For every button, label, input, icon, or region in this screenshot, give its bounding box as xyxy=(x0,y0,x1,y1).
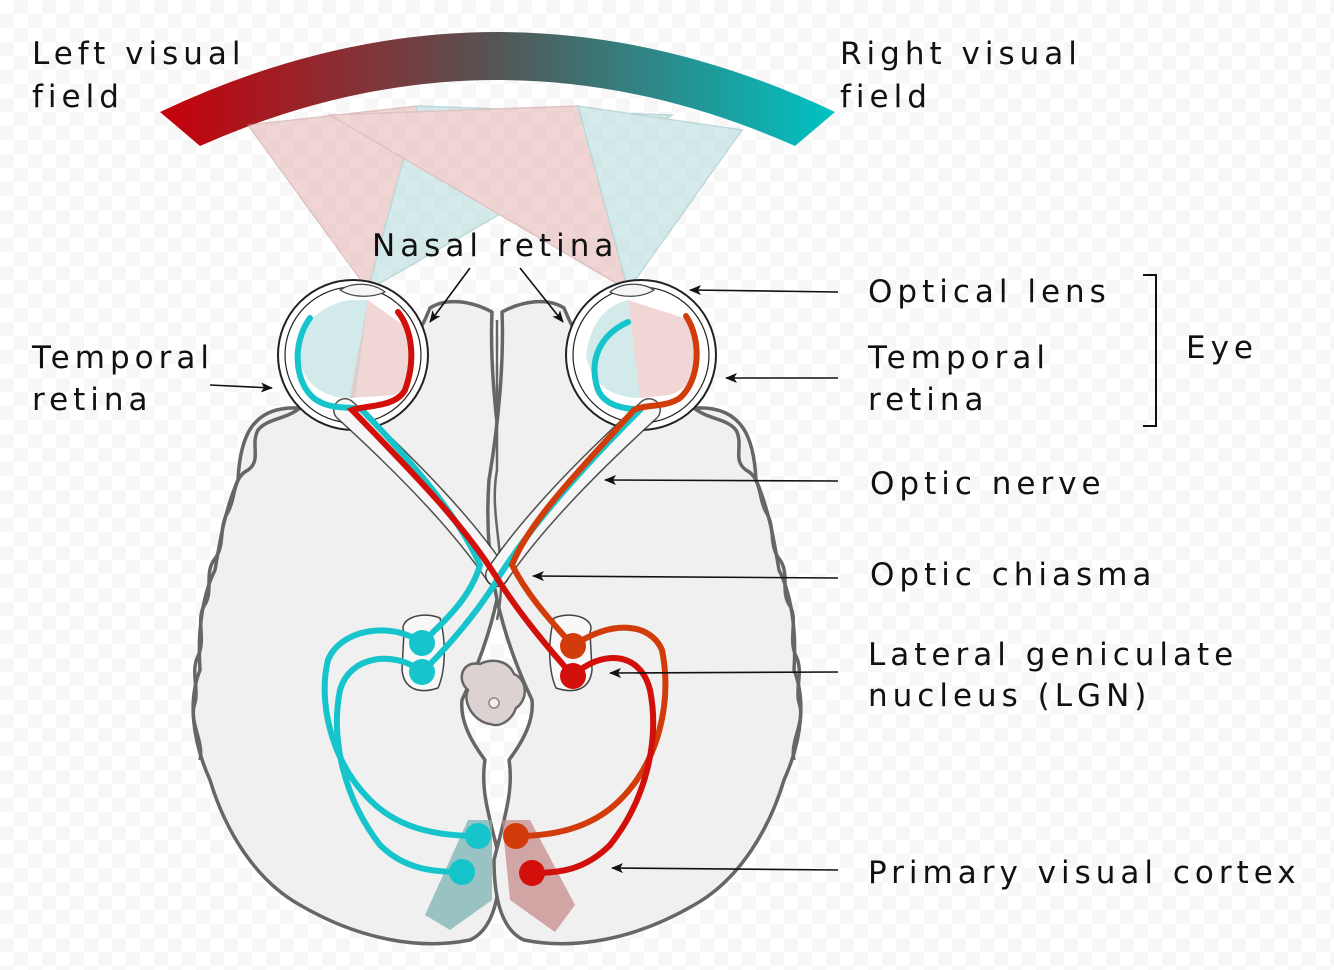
label-lgn-line1: Lateral geniculate xyxy=(868,637,1238,673)
pathway-right-eye-temporal-orange xyxy=(508,313,700,649)
brain-right-hemisphere xyxy=(486,299,803,946)
brain xyxy=(191,299,803,946)
cortex-left-lower-node xyxy=(449,859,475,885)
label-optic-nerve: Optic nerve xyxy=(870,466,1106,502)
cortex-right-upper-node xyxy=(503,823,529,849)
label-lgn-line2: nucleus (LGN) xyxy=(868,678,1151,714)
arrow-primary-visual-cortex xyxy=(611,863,839,874)
brain-midline xyxy=(493,320,503,621)
brain-right-gyri xyxy=(692,406,803,761)
arrow-nasal-left xyxy=(429,267,471,323)
label-optic-chiasma: Optic chiasma xyxy=(870,557,1156,593)
right-eye-pink-shade xyxy=(628,300,699,398)
label-right-visual-field-line1: Right visual xyxy=(840,36,1082,72)
right-eye xyxy=(565,279,717,431)
brain-stem-nucleus xyxy=(488,697,500,709)
radiation-right-lower xyxy=(529,654,657,876)
pathway-left-eye-nasal-red xyxy=(346,309,576,679)
cortex-right-lower-node xyxy=(519,860,545,886)
label-temporal-retina-left-line2: retina xyxy=(32,382,153,418)
leader-arrows xyxy=(209,267,1157,874)
label-left-visual-field-line2: field xyxy=(32,79,124,115)
radiation-left-upper xyxy=(321,627,481,839)
label-eye: Eye xyxy=(1186,330,1258,366)
radiation-right-upper xyxy=(513,624,669,839)
left-lens xyxy=(338,283,387,297)
pathway-left-eye-temporal-cyan xyxy=(294,315,484,646)
label-temporal-retina-right-line1: Temporal xyxy=(867,340,1050,376)
label-optical-lens: Optical lens xyxy=(868,274,1111,310)
arrow-lgn xyxy=(609,667,839,678)
left-eye-cyan-shade xyxy=(298,300,368,399)
radiation-left-lower xyxy=(333,655,465,875)
label-left-visual-field-line1: Left visual xyxy=(32,36,246,72)
labels: Left visual field Right visual field Nas… xyxy=(31,36,1301,891)
label-nasal-retina: Nasal retina xyxy=(372,228,618,264)
label-right-visual-field-line2: field xyxy=(840,79,932,115)
label-temporal-retina-left-line1: Temporal xyxy=(31,340,214,376)
arrow-optic-chiasma xyxy=(532,571,839,582)
arrow-optical-lens xyxy=(689,285,839,296)
arrow-temporal-left xyxy=(209,382,273,393)
lgn-right-upper-node xyxy=(560,633,586,659)
brain-stem xyxy=(460,659,526,727)
lgn-left-upper-node xyxy=(409,630,435,656)
left-eye-pink-shade xyxy=(350,300,414,398)
brain-left-gyri xyxy=(191,406,302,761)
projection-cones xyxy=(246,105,744,292)
label-temporal-retina-right-line2: retina xyxy=(868,382,989,418)
arrow-nasal-right xyxy=(519,267,564,323)
cortex-left-upper-node xyxy=(465,823,491,849)
pathway-nodes xyxy=(409,630,586,886)
lgn-left-lower-node xyxy=(409,659,435,685)
eye-bracket xyxy=(1143,274,1157,427)
label-primary-visual-cortex: Primary visual cortex xyxy=(868,855,1301,891)
brain-left-hemisphere xyxy=(191,299,508,946)
right-lens xyxy=(608,283,656,297)
lgn-right-lower-node xyxy=(560,663,586,689)
left-eye xyxy=(277,279,429,431)
neural-pathways xyxy=(294,309,700,876)
arrow-optic-nerve xyxy=(604,475,839,486)
right-eye-cone-cyan xyxy=(576,105,744,292)
visual-field-arc xyxy=(160,32,835,146)
